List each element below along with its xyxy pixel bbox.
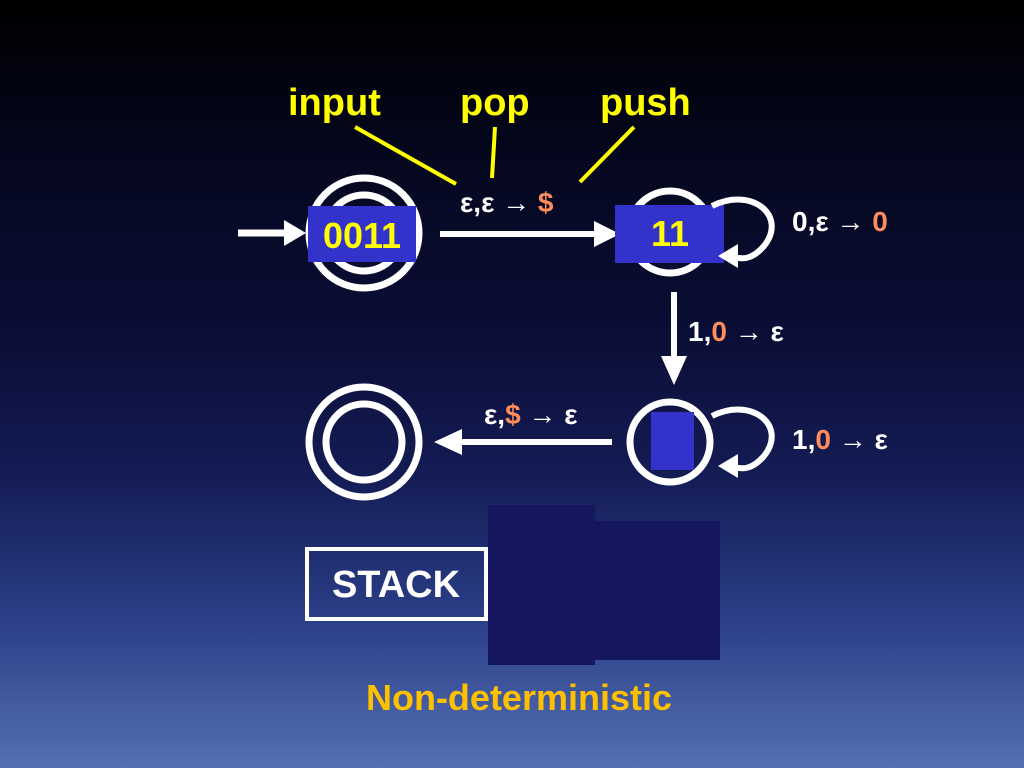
input-tape-q2	[651, 412, 694, 470]
transition-q2-q3-head	[434, 429, 462, 455]
annotation-pop-pointer	[490, 126, 497, 179]
annotation-input-pointer	[354, 125, 457, 186]
transition-q1-q2-suffix: → ε	[727, 316, 784, 347]
annotation-push-pointer	[578, 125, 636, 184]
self-loop-q2-label: 1,0 → ε	[792, 424, 888, 455]
annotation-push: push	[600, 82, 691, 124]
transition-q1-q2-prefix: 1,	[688, 316, 711, 347]
transition-q1-q2-head	[661, 356, 687, 385]
input-tape-q1	[615, 205, 724, 263]
self-loop-q2-head	[718, 454, 738, 478]
self-loop-q1-prefix: 0,ε →	[792, 206, 872, 237]
stack-column-right	[595, 521, 720, 660]
transition-q1-q2-label: 1,0 → ε	[688, 316, 784, 347]
self-loop-q1-head	[718, 244, 738, 268]
self-loop-q2-highlight: 0	[815, 424, 831, 455]
transition-q0-q1-prefix: ε,ε →	[460, 187, 538, 218]
state-q3	[305, 383, 423, 501]
input-tape-q1-text: 11	[651, 213, 689, 254]
self-loop-q2-suffix: → ε	[831, 424, 888, 455]
stack-label-box	[305, 547, 488, 621]
transition-q0-q1-highlight: $	[538, 187, 554, 218]
state-q2	[626, 398, 714, 486]
self-loop-q1-label: 0,ε → 0	[792, 206, 888, 237]
transition-q1-q2-highlight: 0	[711, 316, 727, 347]
annotation-input: input	[288, 82, 381, 124]
stack-column-left	[488, 505, 595, 665]
transition-q2-q3-highlight: $	[505, 399, 521, 430]
stack-label: STACK	[332, 564, 461, 606]
transition-q0-q1-head	[594, 221, 620, 247]
self-loop-q1-highlight: 0	[872, 206, 888, 237]
self-loop-q2-prefix: 1,	[792, 424, 815, 455]
input-tape-q0	[308, 206, 416, 262]
footer-title: Non-deterministic	[366, 677, 672, 718]
annotation-pop: pop	[460, 82, 530, 124]
transition-q2-q3-label: ε,$ → ε	[484, 399, 578, 430]
transition-q0-q1-label: ε,ε → $	[460, 187, 554, 218]
transition-q2-q3-suffix: → ε	[521, 399, 578, 430]
start-arrow-head	[284, 220, 306, 246]
transition-q2-q3-prefix: ε,	[484, 399, 505, 430]
self-loop-q1	[710, 196, 775, 262]
input-tape-q0-text: 0011	[323, 215, 401, 256]
self-loop-q2	[710, 406, 775, 472]
